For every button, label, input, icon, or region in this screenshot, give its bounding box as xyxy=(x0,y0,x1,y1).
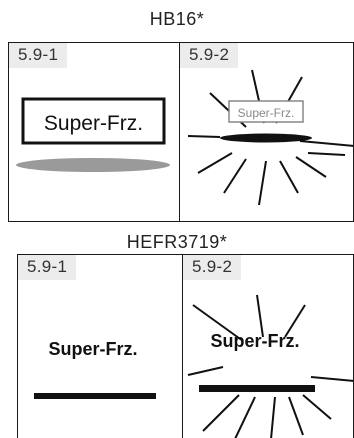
bar xyxy=(199,385,315,392)
label-box xyxy=(228,100,304,123)
section-title-hb16: HB16* xyxy=(149,9,205,29)
step-tag: 5.9-2 xyxy=(180,43,239,68)
shadow-ellipse xyxy=(16,158,170,172)
bar xyxy=(34,393,156,399)
hb16-flashing-illustration: Super-Frz. xyxy=(187,69,353,206)
hefr3719-flashing-illustration: Super-Frz. xyxy=(187,294,353,438)
shadow-ellipse xyxy=(220,133,312,143)
label-box xyxy=(21,97,166,145)
panel-hefr3719-step-2: 5.9-2 Super-Frz. xyxy=(182,254,354,438)
display-label: Super-Frz. xyxy=(210,331,299,351)
display-label: Super-Frz. xyxy=(44,112,143,135)
flash-rays xyxy=(187,294,353,438)
hefr3719-static-illustration: Super-Frz. xyxy=(34,339,156,399)
step-tag: 5.9-2 xyxy=(183,255,242,280)
panel-hb16-step-2: 5.9-2 Super-Frz. xyxy=(179,42,354,222)
panel-hb16-step-1: 5.9-1 Super-Frz. xyxy=(8,42,180,222)
step-tag: 5.9-1 xyxy=(9,43,68,68)
display-label: Super-Frz. xyxy=(48,339,137,359)
section-title-hefr3719: HEFR3719* xyxy=(126,232,228,252)
panel-hefr3719-step-1: 5.9-1 Super-Frz. xyxy=(17,254,183,438)
display-label: Super-Frz. xyxy=(238,106,295,120)
hb16-static-illustration: Super-Frz. xyxy=(16,97,170,172)
step-tag: 5.9-1 xyxy=(18,255,77,280)
